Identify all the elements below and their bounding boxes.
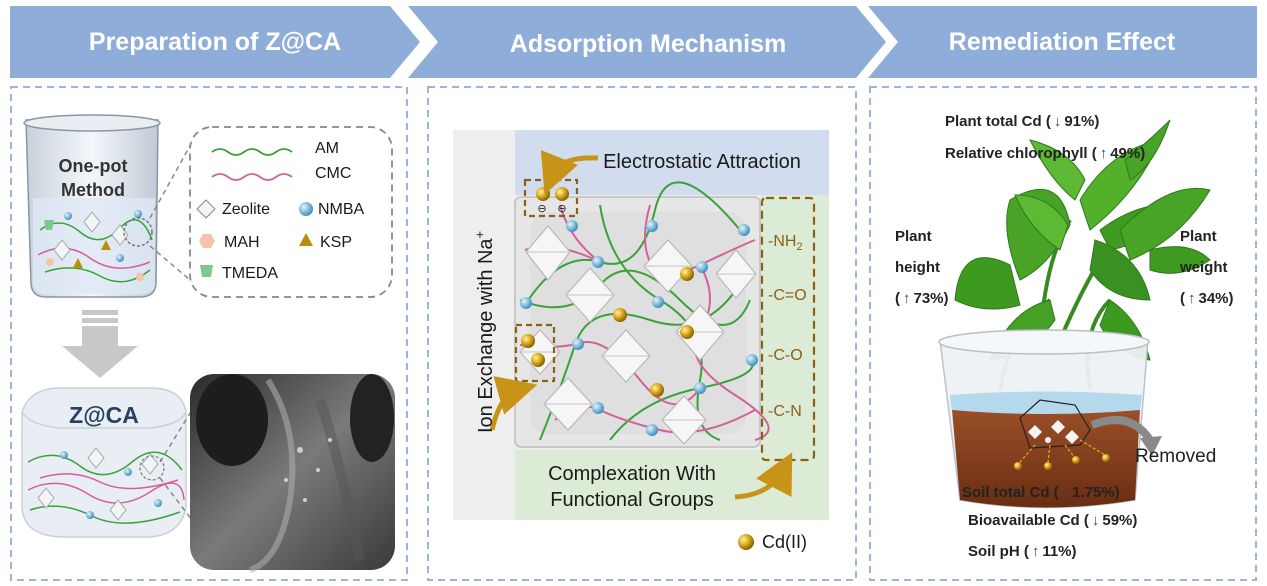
plant-cup [938, 329, 1162, 509]
legend-tmeda: TMEDA [222, 265, 278, 282]
group-nh2: -NH2 [768, 233, 803, 253]
legend-mah: MAH [224, 234, 260, 251]
complexation-arrow [734, 452, 793, 500]
removed-label: Removed [1135, 446, 1216, 467]
relative-chlorophyll: Relative chlorophyll (↑49%) [945, 145, 1145, 162]
weight-change: (↑34%) [1180, 290, 1234, 307]
group-cn: -C-N [768, 403, 802, 420]
cmc-symbol [211, 173, 293, 181]
preparation-panel: One-pot Method AM CMC Zeolite NMBA MAH K… [21, 114, 395, 573]
legend-am: AM [315, 140, 339, 157]
height-line2: height [895, 259, 940, 276]
header-effect: Remediation Effect [949, 28, 1176, 56]
charge-2: ⊖ [557, 203, 566, 215]
tmeda-symbol [200, 265, 213, 277]
method-line1: One-pot [59, 156, 128, 176]
soil-ph: Soil pH (↑11%) [968, 543, 1077, 560]
nmba-crosslinks [520, 220, 758, 436]
cd-legend-label: Cd(II) [762, 532, 807, 552]
bioavailable-cd: Bioavailable Cd (↓59%) [968, 512, 1137, 529]
cd-ions-network [613, 267, 694, 397]
panel-mechanism [427, 86, 857, 581]
cd-legend-symbol [738, 534, 754, 550]
banner-preparation [10, 6, 420, 78]
charge-1: ⊖ [537, 203, 546, 215]
panel-preparation [10, 86, 408, 581]
height-change: (↑73%) [895, 290, 949, 307]
electrostatic-arrow [540, 149, 599, 195]
effect-panel: Plant total Cd (↓91%) Relative chlorophy… [895, 113, 1234, 560]
plant-total-cd: Plant total Cd (↓91%) [945, 113, 1099, 130]
legend-zeolite: Zeolite [222, 201, 270, 218]
beaker: One-pot Method [23, 114, 161, 298]
header-preparation: Preparation of Z@CA [89, 28, 341, 56]
legend-nmba: NMBA [318, 201, 365, 218]
nmba-symbol [299, 202, 313, 216]
ion-exchange-arrow [489, 376, 538, 431]
product-label: Z@CA [69, 402, 139, 428]
zca-hydrogel: Z@CA [21, 387, 187, 538]
group-co-double: -C=O [768, 287, 807, 304]
am-symbol [211, 148, 293, 156]
panel-borders [10, 86, 1257, 581]
method-line2: Method [61, 180, 125, 200]
ion-exchange-label: Ion Exchange with Na+ [472, 231, 497, 433]
banner-mechanism [408, 6, 886, 78]
height-line1: Plant [895, 228, 932, 245]
sem-image [190, 374, 395, 573]
mah-symbol [199, 234, 215, 248]
header-banners: Preparation of Z@CA Adsorption Mechanism… [10, 6, 1257, 78]
down-arrow-icon [62, 310, 138, 378]
panel-effect [869, 86, 1257, 581]
soil-total-cd: Soil total Cd (↓1.75%) [962, 484, 1120, 501]
weight-line1: Plant [1180, 228, 1217, 245]
weight-line2: weight [1179, 259, 1228, 276]
functional-band [760, 195, 829, 450]
complexation-line1: Complexation With [548, 463, 716, 485]
legend-cmc: CMC [315, 165, 351, 182]
header-mechanism: Adsorption Mechanism [510, 30, 786, 58]
electrostatic-label: Electrostatic Attraction [603, 151, 801, 173]
mechanism-panel: Electrostatic Attraction [453, 130, 829, 552]
group-co-single: -C-O [768, 347, 803, 364]
reagent-legend: AM CMC Zeolite NMBA MAH KSP TMEDA [189, 126, 393, 298]
banner-effect [868, 6, 1257, 78]
zeolite-crystals [519, 225, 757, 445]
ksp-symbol [299, 233, 313, 246]
complexation-line2: Functional Groups [550, 489, 713, 511]
zeolite-symbol [196, 199, 216, 219]
legend-ksp: KSP [320, 234, 352, 251]
